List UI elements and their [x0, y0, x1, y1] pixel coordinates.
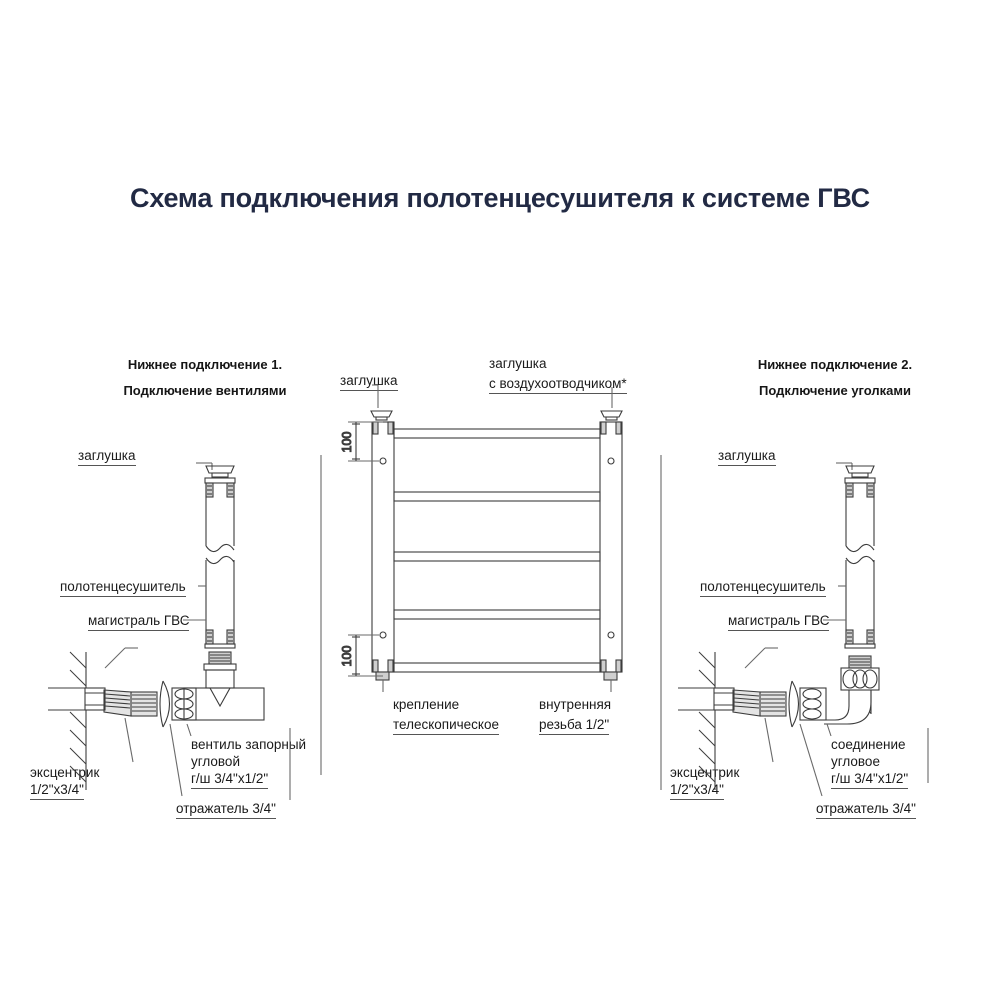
right-cap-label: заглушка: [718, 447, 776, 466]
right-panel-heading-line1: Нижнее подключение 2.: [757, 357, 913, 372]
right-panel-heading-line2: Подключение уголками: [758, 383, 912, 398]
left-panel-heading: Нижнее подключение 1. Подключение вентил…: [60, 352, 350, 404]
left-towel-rail-label: полотенцесушитель: [60, 578, 186, 597]
center-thread-label-line2: резьба 1/2": [539, 716, 610, 735]
dimension-bottom: [348, 634, 383, 677]
right-panel-heading: Нижнее подключение 2. Подключение уголка…: [690, 352, 980, 404]
left-eccentric-icon: [103, 689, 158, 717]
left-hot-water-main-label: магистраль ГВС: [88, 612, 190, 631]
center-mount-label-line2: телескопическое: [393, 716, 500, 735]
right-eccentric-label-line1: эксцентрик: [670, 765, 740, 780]
left-assembly: [48, 462, 291, 800]
rung-5: [393, 662, 601, 673]
left-eccentric-label-line2: 1/2"x3/4": [30, 781, 84, 800]
center-air-vent-label-line1: заглушка: [489, 356, 547, 371]
rung-4: [393, 609, 601, 620]
mount-right: [603, 671, 618, 681]
right-reflector-label: отражатель 3/4": [816, 800, 916, 819]
right-fitting-label-line2: угловое: [831, 754, 880, 769]
left-cap-icon: [205, 465, 235, 474]
rung-3: [393, 551, 601, 562]
center-mount-label-line1: крепление: [393, 697, 460, 712]
right-rail-mount-hole-top: [607, 457, 615, 465]
left-valve-label-line2: угловой: [191, 754, 240, 769]
right-assembly: [678, 462, 929, 797]
page-title: Схема подключения полотенцесушителя к си…: [130, 183, 870, 213]
right-fitting-label-line3: г/ш 3/4"x1/2": [831, 770, 909, 789]
right-rail-mount-hole-bottom: [607, 631, 615, 639]
left-valve-label-line3: г/ш 3/4"x1/2": [191, 770, 269, 789]
dimension-top-value: 100: [340, 432, 354, 453]
center-cap-label: заглушка: [340, 372, 398, 391]
center-thread-label-line1: внутренняя: [539, 697, 612, 712]
left-rail-mount-hole-bottom: [379, 631, 387, 639]
left-valve-label-line1: вентиль запорный: [191, 737, 307, 752]
right-eccentric-label-line2: 1/2"x3/4": [670, 781, 724, 800]
left-panel-heading-line1: Нижнее подключение 1.: [127, 357, 283, 372]
elbow-top-nut: [840, 667, 880, 691]
dimension-bottom-value: 100: [340, 646, 354, 667]
right-towel-rail-label: полотенцесушитель: [700, 578, 826, 597]
center-right-cap-icon: [600, 410, 623, 418]
left-panel-heading-line2: Подключение вентилями: [123, 383, 287, 398]
right-cap-icon: [845, 465, 875, 474]
center-left-cap-icon: [370, 410, 393, 418]
center-towel-radiator: 100 100: [339, 384, 623, 692]
left-cap-label: заглушка: [78, 447, 136, 466]
right-eccentric-icon: [732, 689, 787, 717]
right-hot-water-main-label: магистраль ГВС: [728, 612, 830, 631]
right-rail: [599, 421, 623, 673]
center-air-vent-label-line2: с воздухоотводчиком*: [489, 375, 627, 394]
rung-1: [393, 428, 601, 439]
rung-2: [393, 491, 601, 502]
left-reflector-label: отражатель 3/4": [176, 800, 276, 819]
left-rail-mount-hole-top: [379, 457, 387, 465]
dimension-top: [348, 421, 383, 462]
left-eccentric-label-line1: эксцентрик: [30, 765, 100, 780]
right-fitting-label-line1: соединение: [831, 737, 906, 752]
